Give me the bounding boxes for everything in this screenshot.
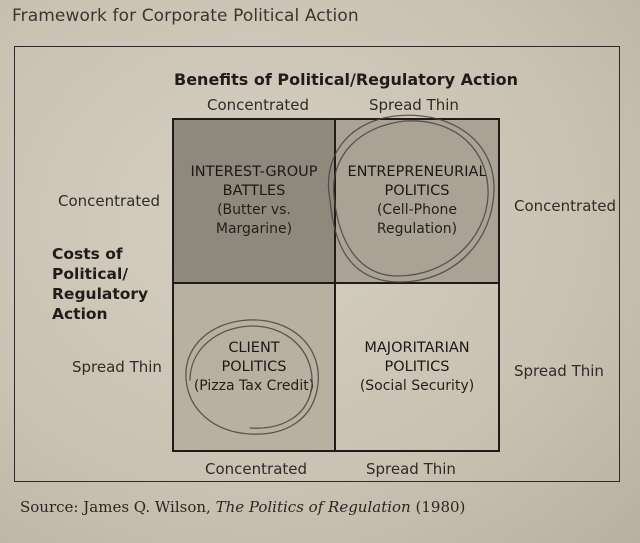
- source-citation: Source: James Q. Wilson, The Politics of…: [20, 498, 465, 516]
- quadrant-example: (Social Security): [359, 377, 475, 394]
- source-author: James Q. Wilson,: [83, 498, 211, 516]
- quadrant-example: (Butter vs. Margarine): [215, 202, 293, 237]
- quadrant-client-politics: CLIENT POLITICS (Pizza Tax Credit): [174, 284, 336, 450]
- source-prefix: Source:: [20, 498, 79, 516]
- quadrant-example: (Pizza Tax Credit): [193, 377, 315, 394]
- column-label-concentrated-top: Concentrated: [207, 96, 310, 114]
- figure-frame: [14, 46, 620, 482]
- benefits-axis-title: Benefits of Political/Regulatory Action: [174, 70, 519, 89]
- column-label-spread-thin-bottom: Spread Thin: [366, 460, 456, 478]
- quadrant-majoritarian-politics: MAJORITARIAN POLITICS (Social Security): [336, 284, 498, 450]
- quadrant-interest-group-battles: INTEREST-GROUP BATTLES (Butter vs. Marga…: [174, 120, 336, 284]
- quadrant-title: CLIENT POLITICS: [221, 339, 287, 375]
- quadrant-title: ENTREPRENEURIAL POLITICS: [347, 164, 487, 199]
- row-label-spread-thin-right: Spread Thin: [514, 362, 604, 380]
- source-work-title: The Politics of Regulation: [215, 498, 411, 516]
- quadrant-title: INTEREST-GROUP BATTLES: [190, 164, 318, 199]
- row-label-spread-thin-left: Spread Thin: [72, 358, 162, 376]
- quadrant-example: (Cell-Phone Regulation): [376, 202, 458, 237]
- row-label-concentrated-left: Concentrated: [58, 192, 161, 210]
- column-label-spread-thin-top: Spread Thin: [369, 96, 459, 114]
- figure-title: Framework for Corporate Political Action: [12, 6, 359, 26]
- column-label-concentrated-bottom: Concentrated: [205, 460, 308, 478]
- source-year: (1980): [415, 498, 466, 516]
- quadrant-grid: INTEREST-GROUP BATTLES (Butter vs. Marga…: [172, 118, 500, 452]
- quadrant-entrepreneurial-politics: ENTREPRENEURIAL POLITICS (Cell-Phone Reg…: [336, 120, 498, 284]
- row-label-concentrated-right: Concentrated: [514, 197, 617, 215]
- quadrant-title: MAJORITARIAN POLITICS: [364, 339, 470, 375]
- costs-axis-title: Costs of Political/ Regulatory Action: [52, 245, 149, 323]
